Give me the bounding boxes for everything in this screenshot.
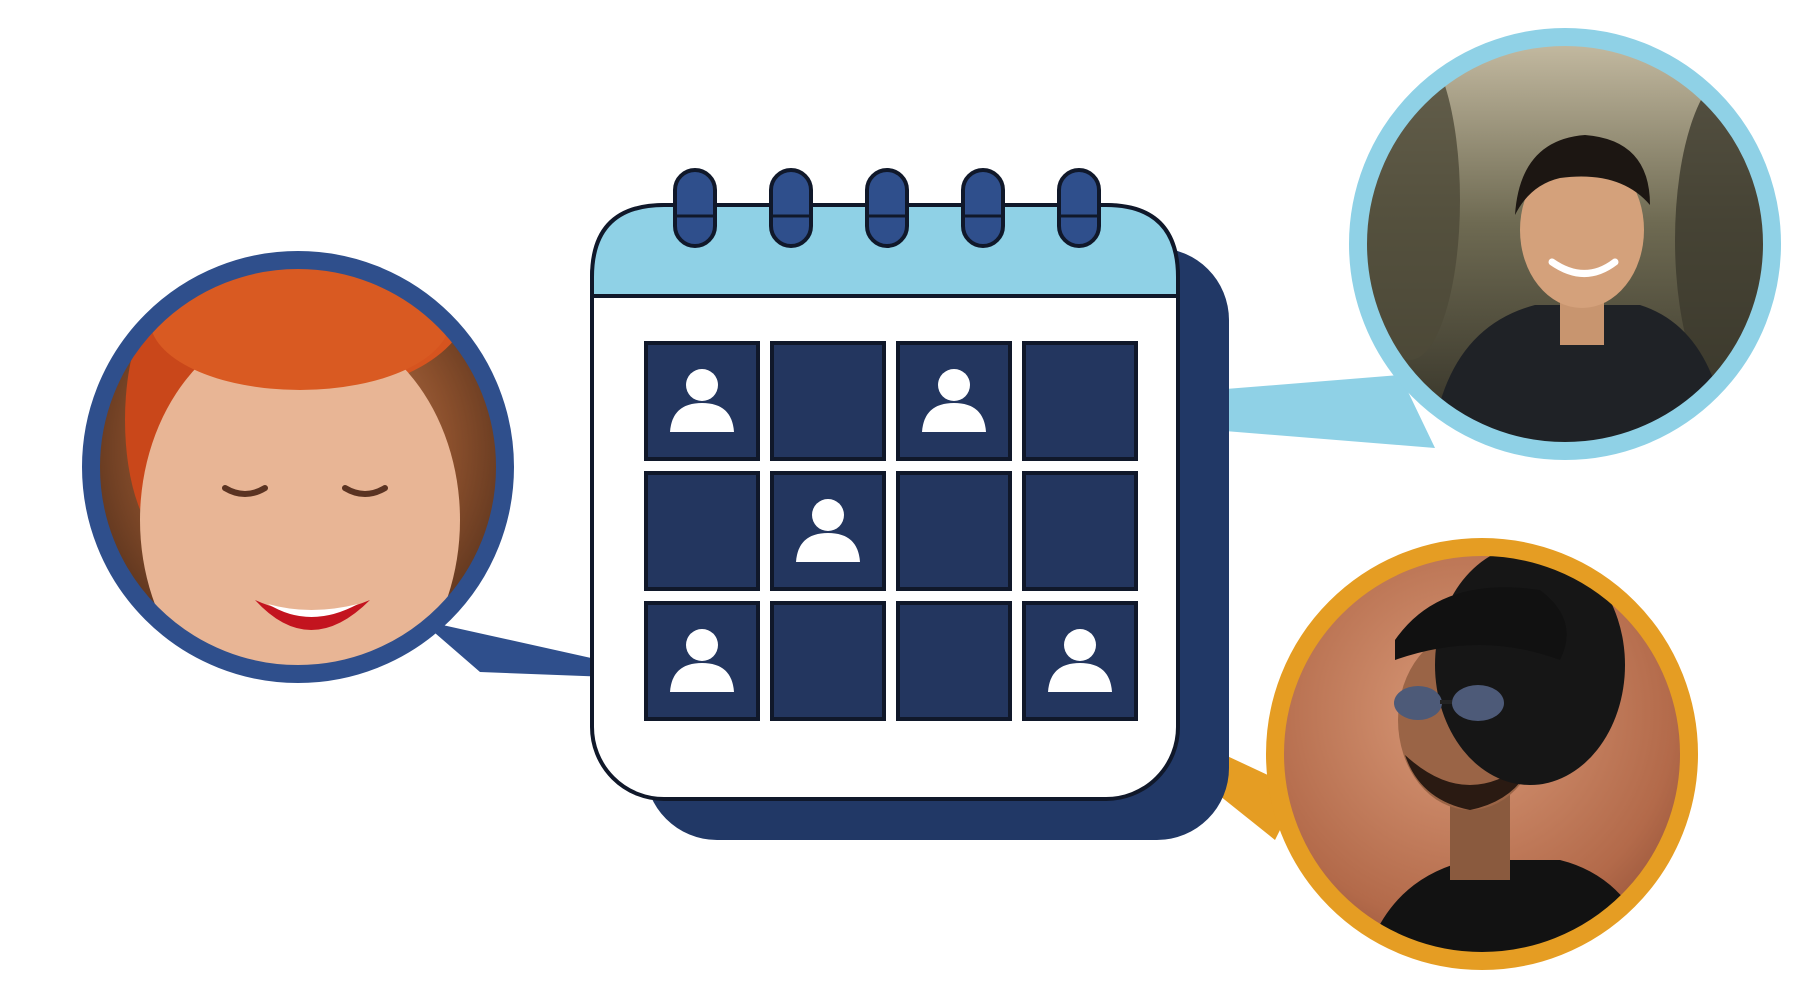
person-icon (670, 369, 734, 432)
calendar-icon (590, 168, 1229, 840)
calendar-ring (961, 168, 1005, 248)
calendar-cell (770, 601, 886, 721)
person-icon (796, 499, 860, 562)
calendar-ring (1057, 168, 1101, 248)
avatar-man-hat (1266, 538, 1698, 970)
avatar-ring-bottom (1266, 538, 1698, 970)
calendar-header (590, 203, 1180, 298)
calendar-cell (1022, 341, 1138, 461)
calendar-rings (673, 168, 1101, 248)
calendar-cell (1022, 471, 1138, 591)
calendar-cell (896, 471, 1012, 591)
calendar-ring (769, 168, 813, 248)
calendar-cell (896, 601, 1012, 721)
person-icon (1048, 629, 1112, 692)
calendar-cell (644, 471, 760, 591)
avatar-ring-top (1349, 28, 1781, 460)
calendar-cell (770, 341, 886, 461)
calendar-grid (644, 341, 1138, 721)
calendar-cell (896, 341, 1012, 461)
person-icon (922, 369, 986, 432)
calendar-ring (673, 168, 717, 248)
calendar-ring (865, 168, 909, 248)
avatar-woman-redhead (82, 251, 514, 683)
avatar-ring-left (82, 251, 514, 683)
person-icon (670, 629, 734, 692)
avatar-man-jacket (1349, 28, 1781, 460)
